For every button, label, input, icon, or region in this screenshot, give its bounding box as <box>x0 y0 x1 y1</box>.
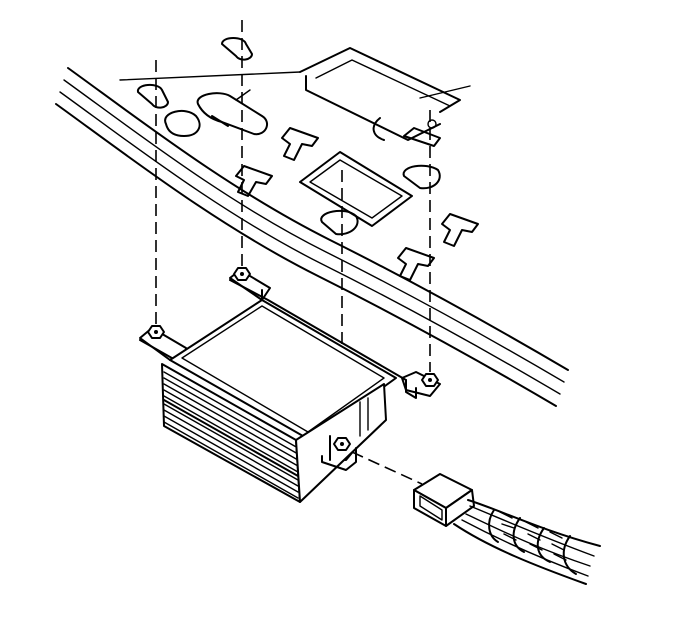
t-tab-3 <box>441 213 479 247</box>
keyhole-slot-left <box>137 84 169 109</box>
cooling-fins <box>163 371 299 499</box>
t-tab-1 <box>281 127 319 161</box>
t-tab-5 <box>403 127 441 147</box>
hole-right <box>402 164 441 190</box>
hole-center <box>320 209 359 236</box>
small-hole <box>427 119 437 129</box>
elongated-slot <box>196 92 269 136</box>
nut-top <box>233 267 251 281</box>
oval-slot <box>164 109 201 137</box>
nut-bottom <box>333 437 351 451</box>
keyhole-slot-top <box>221 37 253 61</box>
floor-panel <box>119 37 479 281</box>
control-module <box>139 269 441 503</box>
t-tab-4 <box>397 247 435 281</box>
module-top <box>169 299 397 441</box>
nut-right <box>421 373 439 387</box>
nut-left <box>147 325 165 339</box>
connector-side <box>445 489 475 527</box>
wire-harness <box>453 499 601 585</box>
body-rail <box>55 67 569 407</box>
mounting-nuts <box>147 267 439 451</box>
wiring-connector <box>413 473 475 527</box>
